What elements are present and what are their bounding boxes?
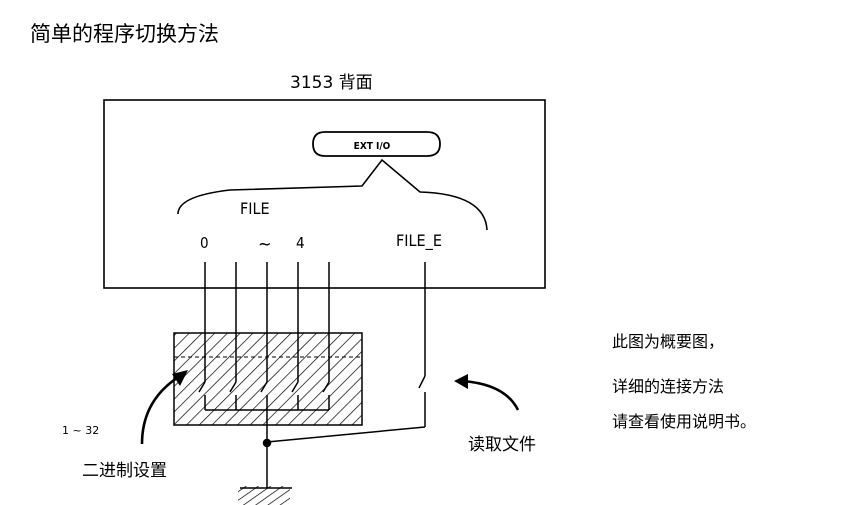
panel-title: 3153 背面 bbox=[290, 73, 373, 93]
file-e-label: FILE_E bbox=[396, 231, 442, 251]
connector-label: EXT I/O bbox=[354, 141, 391, 152]
page-title: 简单的程序切换方法 bbox=[30, 22, 219, 46]
range-label: 1 ~ 32 bbox=[62, 424, 100, 437]
switch-block bbox=[173, 332, 363, 426]
range-end-label: 4 bbox=[296, 234, 305, 252]
note-line-3: 请查看使用说明书。 bbox=[612, 412, 757, 431]
ground-line bbox=[262, 410, 272, 488]
file-label: FILE bbox=[240, 199, 270, 218]
note-line-1: 此图为概要图， bbox=[612, 332, 725, 351]
binary-arrow bbox=[140, 370, 188, 445]
file-e-switch bbox=[266, 375, 426, 443]
range-start-label: 0 bbox=[200, 234, 209, 252]
note-line-2: 详细的连接方法 bbox=[612, 377, 725, 396]
binary-setting-label: 二进制设置 bbox=[82, 461, 167, 481]
read-file-label: 读取文件 bbox=[468, 435, 536, 455]
range-tilde-label: ~ bbox=[258, 234, 272, 255]
ground-symbol bbox=[238, 486, 290, 505]
back-panel bbox=[103, 99, 546, 289]
read-file-arrow bbox=[454, 374, 520, 411]
file-brace bbox=[177, 158, 488, 231]
ext-io-connector: EXT I/O bbox=[312, 131, 441, 157]
